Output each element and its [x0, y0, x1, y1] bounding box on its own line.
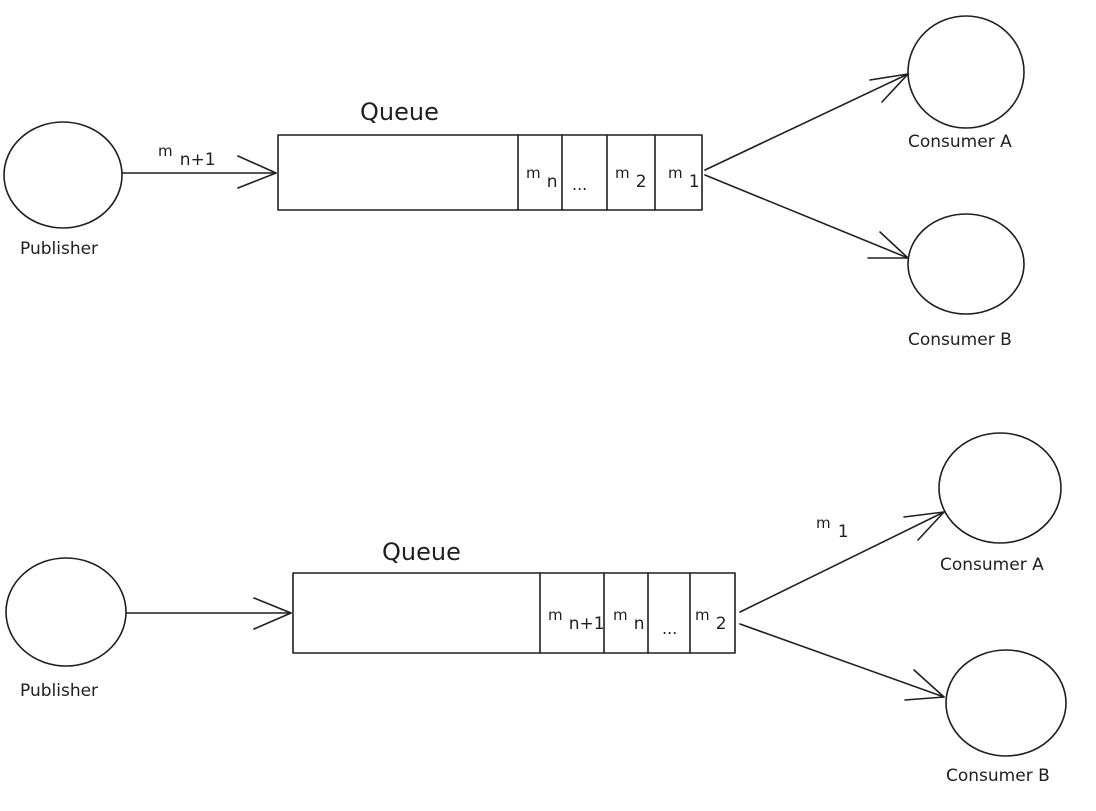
queue-title: Queue	[360, 98, 439, 126]
consumer-b-node	[907, 213, 1025, 315]
publisher-label: Publisher	[20, 239, 98, 259]
consumer-a-node	[938, 432, 1062, 544]
queue-cell: m n+1	[548, 605, 605, 634]
queue-cell: m n	[526, 163, 558, 192]
queue-box	[292, 572, 736, 654]
incoming-message-label: m n+1	[158, 141, 216, 170]
queue-cell: m 1	[668, 163, 700, 192]
publisher-node	[3, 121, 123, 229]
consumer-b-label: Consumer B	[908, 330, 1012, 350]
queue-to-consumer-b-arrow	[704, 174, 909, 259]
publisher-node	[5, 557, 127, 667]
publisher-label: Publisher	[20, 681, 98, 701]
queue-cell: ...	[572, 175, 587, 194]
queue-box	[277, 134, 703, 211]
consumer-b-label: Consumer B	[946, 766, 1050, 786]
incoming-message-m: m	[158, 142, 173, 160]
dispatched-message-label: m 1	[816, 513, 849, 542]
consumer-b-node	[945, 649, 1067, 757]
queue-cell: ...	[662, 619, 677, 638]
consumer-a-label: Consumer A	[908, 132, 1012, 152]
diagram-top: Publisher m n+1 Queue m n ... m 2	[3, 15, 1025, 350]
consumer-a-label: Consumer A	[940, 555, 1044, 575]
incoming-message-sub: n+1	[180, 150, 216, 170]
queue-cell: m 2	[695, 605, 727, 634]
queue-to-consumer-b-arrow	[739, 623, 945, 701]
queue-title: Queue	[382, 538, 461, 566]
queue-cell: m n	[613, 605, 645, 634]
diagram-bottom: Publisher Queue m n+1 m n ... m 2	[5, 432, 1067, 786]
publisher-to-queue-arrow	[126, 597, 292, 630]
queue-to-consumer-a-arrow	[704, 73, 909, 171]
consumer-a-node	[907, 15, 1025, 129]
queue-cell: m 2	[615, 163, 647, 192]
publisher-to-queue-arrow	[122, 155, 277, 189]
